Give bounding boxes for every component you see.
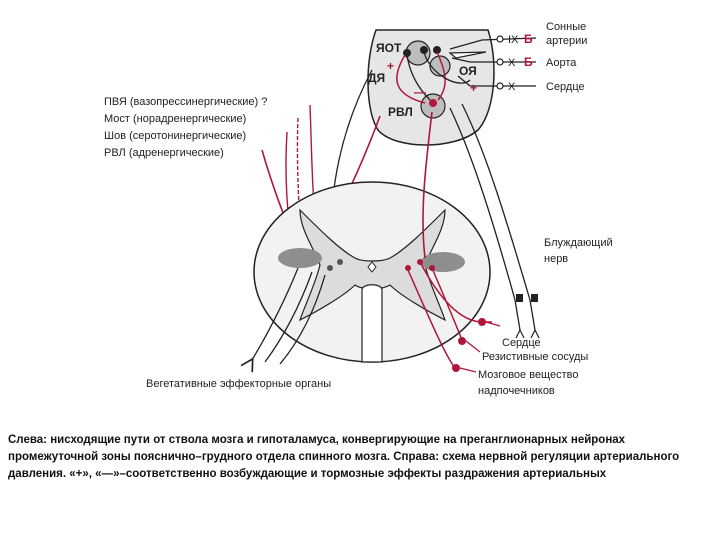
- label-adrenal-2: надпочечников: [478, 385, 555, 397]
- desc-label-shov: Шов (серотонинергические): [104, 130, 246, 142]
- right-labels: Блуждающий нерв Сердце Резистивные сосуд…: [478, 237, 613, 397]
- neuron-4: [429, 99, 437, 107]
- sign-minus: —: [414, 85, 426, 99]
- nerve-x-1: X: [508, 57, 516, 69]
- desc-label-pvya: ПВЯ (вазопрессинергические) ?: [104, 96, 267, 108]
- label-vagus-1: Блуждающий: [544, 237, 613, 249]
- sign-plus-1: +: [387, 59, 394, 73]
- mark-b-ix: Б: [524, 32, 533, 46]
- label-effector-organs: Вегетативные эффекторные органы: [146, 378, 331, 390]
- label-rvl: РВЛ: [388, 105, 413, 119]
- mark-b-x: Б: [524, 55, 533, 69]
- desc-label-most: Мост (норадренергические): [104, 113, 246, 125]
- descending-pathway-labels: ПВЯ (вазопрессинергические) ? Мост (нора…: [104, 96, 267, 159]
- brainstem: ЯОТ ДЯ ОЯ РВЛ + + —: [368, 30, 494, 145]
- target-aorta: Аорта: [546, 57, 577, 69]
- desc-label-rvl: РВЛ (адренергические): [104, 147, 224, 159]
- spinal-cord-section: [254, 182, 490, 362]
- label-oya: ОЯ: [459, 64, 477, 78]
- target-heart: Сердце: [546, 81, 585, 93]
- spinal-cord-diagram: ЯОТ ДЯ ОЯ РВЛ + + — IX Б X Б X Сонные ар…: [0, 0, 720, 420]
- sign-plus-2: +: [470, 81, 477, 95]
- nerve-ix: IX: [508, 34, 519, 46]
- figure-caption: Слева: нисходящие пути от ствола мозга и…: [8, 432, 714, 483]
- label-yot: ЯОТ: [376, 41, 402, 55]
- label-heart: Сердце: [502, 337, 541, 349]
- label-vagus-2: нерв: [544, 253, 568, 265]
- target-carotid-1: Сонные: [546, 21, 586, 33]
- nerve-x-2: X: [508, 81, 516, 93]
- label-adrenal-1: Мозговое вещество: [478, 369, 578, 381]
- target-carotid-2: артерии: [546, 35, 587, 47]
- label-vessels: Резистивные сосуды: [482, 351, 588, 363]
